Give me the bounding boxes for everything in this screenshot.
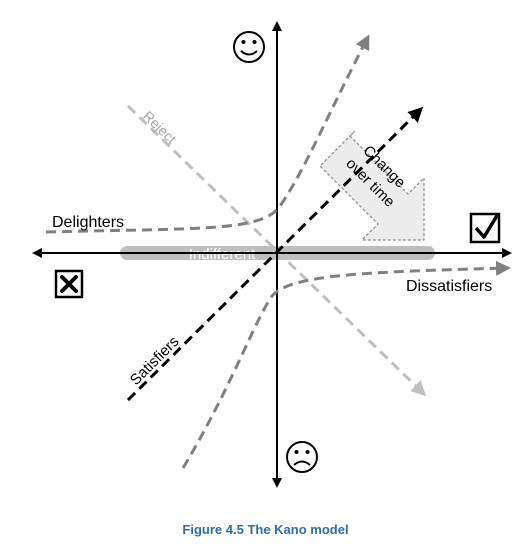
smiling-face-icon	[233, 31, 265, 63]
change-over-time-arrow	[319, 130, 425, 241]
delighters-curve	[45, 34, 370, 234]
reject-label: Reject	[140, 108, 180, 147]
satisfiers-label: Satisfiers	[127, 333, 183, 389]
dissatisfiers-label: Dissatisfiers	[406, 278, 492, 295]
reject-line	[126, 104, 427, 397]
crossed-box-icon	[54, 269, 84, 299]
satisfiers-line	[126, 106, 424, 402]
dissatisfiers-curve	[181, 260, 511, 469]
indifferent-label: Indifferent	[189, 246, 256, 263]
frowning-face-icon	[286, 441, 318, 473]
delighters-label: Delighters	[52, 214, 124, 231]
checked-box-icon	[469, 212, 501, 244]
figure-caption: Figure 4.5 The Kano model	[182, 522, 349, 537]
